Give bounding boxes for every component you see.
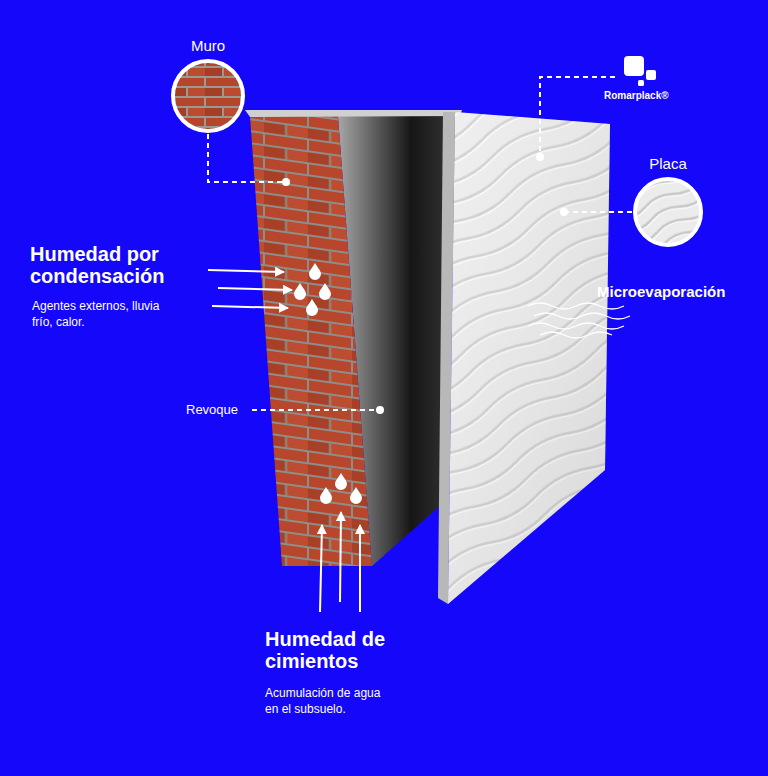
leader-line xyxy=(208,134,284,182)
panel-shade xyxy=(448,112,610,604)
wall-zoom-circle: Muro xyxy=(167,37,249,135)
zoom-circle xyxy=(169,57,247,135)
part-name: Muro xyxy=(167,37,249,55)
logo-mark xyxy=(638,80,644,86)
note: Agentes externos, lluvia frío, calor. xyxy=(32,299,172,330)
leader-dot xyxy=(282,178,290,186)
water-drop xyxy=(319,283,331,300)
zoom-circle-outline xyxy=(173,61,243,131)
part-name: Revoque xyxy=(186,402,238,418)
zoom-circle-outline xyxy=(635,179,701,245)
logo-mark xyxy=(646,70,656,80)
moisture-arrow xyxy=(340,512,341,602)
evaporation-waves xyxy=(528,303,630,338)
moisture-arrow xyxy=(218,288,292,290)
logo-mark xyxy=(624,56,644,76)
part-name: Placa xyxy=(629,155,707,173)
brand-name: Romarplack® xyxy=(604,90,669,102)
moisture-arrow xyxy=(359,525,361,612)
heading: Humedad por condensación xyxy=(30,243,220,287)
water-drop xyxy=(350,487,362,504)
water-drop xyxy=(335,473,347,490)
note: Acumulación de agua en el subsuelo. xyxy=(265,686,393,717)
wall-top xyxy=(245,110,462,117)
heading: Humedad de cimientos xyxy=(265,628,425,672)
water-drop xyxy=(294,283,306,300)
leader-line xyxy=(252,409,377,411)
moisture-arrow xyxy=(208,270,284,272)
wave-panel xyxy=(448,112,610,604)
panel-zoom-circle: Placa xyxy=(629,155,707,249)
leader-line xyxy=(540,77,615,154)
heading: Microevaporación xyxy=(597,283,725,301)
leader-line xyxy=(567,211,632,213)
water-drop xyxy=(320,487,332,504)
leader-dot xyxy=(376,406,384,414)
zoom-circle xyxy=(631,175,705,249)
moisture-arrow xyxy=(320,525,322,612)
moisture-arrow xyxy=(212,306,288,308)
brick-face xyxy=(250,116,372,566)
leader-dot xyxy=(536,153,544,161)
water-drop xyxy=(306,299,318,316)
water-drop xyxy=(309,263,321,280)
leader-dot xyxy=(560,208,568,216)
